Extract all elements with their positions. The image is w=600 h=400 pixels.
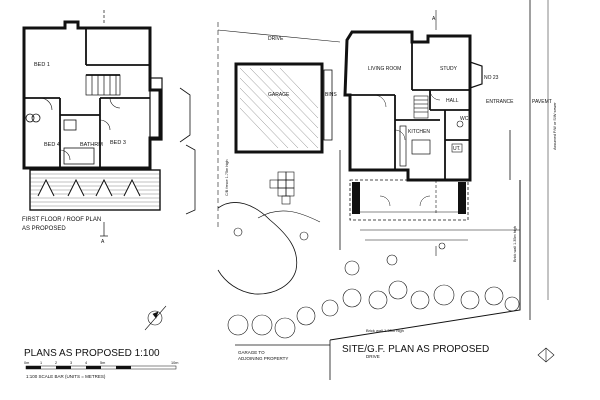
room-label-bed1: BED 1 (34, 62, 50, 68)
rear-patio (349, 179, 469, 221)
site-north-icon (537, 347, 555, 363)
ff-bay-window (149, 77, 163, 141)
label-brick-wall-side: Brick wall 1.35m high (513, 226, 517, 262)
kitchen-island (411, 139, 431, 155)
first-floor-plan (22, 20, 163, 170)
gf-stairs (413, 95, 429, 119)
label-brick-wall-bottom: Brick wall 1.35m high (366, 328, 404, 333)
scale-tick-5: 5m (100, 361, 105, 365)
label-pavement: PAVEMT (532, 99, 552, 105)
ff-bath (63, 147, 95, 165)
ff-section-line (100, 10, 108, 237)
dormer-1 (37, 178, 55, 197)
room-label-bed3: BED 3 (110, 140, 126, 146)
dormer-4 (123, 178, 141, 197)
scale-bar (25, 365, 177, 370)
label-hall: HALL (446, 98, 459, 104)
label-study: STUDY (440, 66, 458, 72)
scale-bar-caption: 1:100 SCALE BAR (UNITS = METRES) (26, 374, 106, 379)
garage-adjoining-box: GARAGE TO ADJOINING PROPERTY (238, 350, 289, 361)
north-arrow-icon (144, 305, 167, 331)
label-bins: BINS (325, 92, 337, 98)
label-cb-fence: C/B fence 1.75m high (225, 159, 229, 196)
garage-structure (234, 62, 324, 154)
kitchen-units (399, 125, 407, 167)
room-label-bed4: BED 4 (44, 142, 60, 148)
label-assumed-sewer: Assumed F/W or S/W sewer (553, 102, 557, 150)
ff-stairs (85, 74, 121, 96)
bins-store (323, 69, 333, 141)
scale-tick-6: 10m (171, 361, 178, 365)
label-no23: NO 23 (484, 75, 499, 81)
label-garage: GARAGE (268, 92, 290, 98)
ff-caption-line1: FIRST FLOOR / ROOF PLAN (22, 217, 101, 223)
house-outer-walls (343, 30, 472, 182)
label-ut: UT. (453, 146, 461, 152)
scale-tick-3: 3 (70, 361, 72, 365)
scale-tick-1: 1 (40, 361, 42, 365)
site-plan (217, 0, 549, 380)
shrubs (227, 227, 520, 339)
ff-caption-line2: AS PROPOSED (22, 226, 66, 232)
sheet-title: PLANS AS PROPOSED 1:100 (24, 348, 160, 359)
dormer-2 (67, 178, 85, 197)
stepping-stones (269, 171, 295, 205)
label-living-room: LIVING ROOM (368, 66, 401, 72)
ff-section-marker: A (101, 239, 105, 245)
label-garage-adjoining: GARAGE TO ADJOINING PROPERTY (238, 350, 289, 361)
scale-tick-4: 4 (85, 361, 87, 365)
site-plan-title: SITE/G.F. PLAN AS PROPOSED (342, 344, 489, 355)
roof-plan (29, 169, 161, 211)
room-label-bathrm: BATHRM (80, 142, 103, 148)
label-drive-bottom: DRIVE (366, 354, 380, 359)
tree-canopy-large (217, 202, 298, 295)
side-elevation (179, 87, 196, 215)
dormer-3 (95, 178, 113, 197)
label-kitchen: KITCHEN (408, 129, 430, 135)
scale-tick-0: 0m (24, 361, 29, 365)
label-drive-top: DRIVE (268, 36, 284, 42)
site-section-marker: A (432, 16, 436, 22)
scale-tick-2: 2 (55, 361, 57, 365)
label-wc: WC (460, 116, 469, 122)
label-entrance: ENTRANCE (486, 99, 514, 105)
